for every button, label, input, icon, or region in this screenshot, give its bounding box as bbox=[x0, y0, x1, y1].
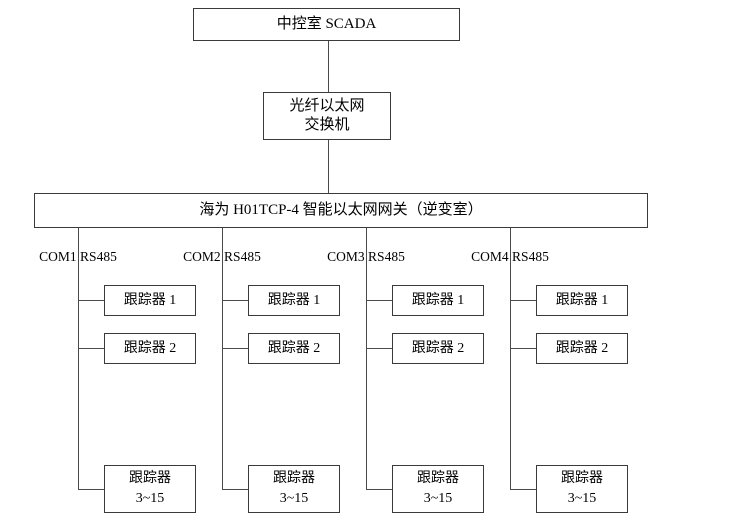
stub-com4-tracker-1 bbox=[510, 300, 537, 301]
node-tracker-com2-2: 跟踪器 2 bbox=[248, 333, 340, 364]
node-tracker-com2-2-label: 跟踪器 2 bbox=[267, 340, 321, 356]
stub-com1-tracker-1 bbox=[78, 300, 105, 301]
node-tracker-com1-range: 跟踪器 3~15 bbox=[104, 465, 196, 513]
stub-com4-tracker-2 bbox=[510, 348, 537, 349]
node-fiber-switch-line2: 交换机 bbox=[304, 117, 350, 133]
node-tracker-com2-range-line1: 跟踪器 bbox=[273, 470, 315, 486]
node-tracker-com2-range: 跟踪器 3~15 bbox=[248, 465, 340, 513]
node-tracker-com3-2-label: 跟踪器 2 bbox=[411, 340, 465, 356]
connector-switch-to-gateway bbox=[328, 140, 329, 193]
node-tracker-com4-range-line1: 跟踪器 bbox=[561, 470, 603, 486]
node-scada: 中控室 SCADA bbox=[193, 8, 460, 41]
node-tracker-com4-1-label: 跟踪器 1 bbox=[555, 292, 609, 308]
node-fiber-switch-line1: 光纤以太网 bbox=[289, 98, 365, 115]
port-label-com4: COM4 RS485 bbox=[471, 249, 549, 264]
node-tracker-com3-2: 跟踪器 2 bbox=[392, 333, 484, 364]
stub-com2-tracker-1 bbox=[222, 300, 249, 301]
node-tracker-com2-1-label: 跟踪器 1 bbox=[267, 292, 321, 308]
port-label-com2: COM2 RS485 bbox=[183, 249, 261, 264]
node-scada-label: 中控室 SCADA bbox=[276, 16, 377, 33]
bus-com1 bbox=[78, 228, 79, 489]
port-label-com3: COM3 RS485 bbox=[327, 249, 405, 264]
node-tracker-com3-range: 跟踪器 3~15 bbox=[392, 465, 484, 513]
node-tracker-com3-range-line2: 3~15 bbox=[423, 491, 453, 506]
node-fiber-switch: 光纤以太网 交换机 bbox=[263, 92, 391, 140]
node-tracker-com4-2-label: 跟踪器 2 bbox=[555, 340, 609, 356]
node-tracker-com1-2: 跟踪器 2 bbox=[104, 333, 196, 364]
stub-com3-tracker-range bbox=[366, 489, 393, 490]
node-tracker-com1-range-line1: 跟踪器 bbox=[129, 470, 171, 486]
node-tracker-com4-range: 跟踪器 3~15 bbox=[536, 465, 628, 513]
stub-com1-tracker-range bbox=[78, 489, 105, 490]
node-tracker-com2-1: 跟踪器 1 bbox=[248, 285, 340, 316]
stub-com4-tracker-range bbox=[510, 489, 537, 490]
node-tracker-com4-range-line2: 3~15 bbox=[567, 491, 597, 506]
port-label-com1: COM1 RS485 bbox=[39, 249, 117, 264]
node-tracker-com4-1: 跟踪器 1 bbox=[536, 285, 628, 316]
connector-scada-to-switch bbox=[328, 41, 329, 92]
node-tracker-com1-1: 跟踪器 1 bbox=[104, 285, 196, 316]
stub-com2-tracker-2 bbox=[222, 348, 249, 349]
node-tracker-com3-1: 跟踪器 1 bbox=[392, 285, 484, 316]
bus-com2 bbox=[222, 228, 223, 489]
stub-com2-tracker-range bbox=[222, 489, 249, 490]
node-gateway-label: 海为 H01TCP-4 智能以太网网关（逆变室） bbox=[199, 202, 483, 219]
node-tracker-com4-2: 跟踪器 2 bbox=[536, 333, 628, 364]
stub-com1-tracker-2 bbox=[78, 348, 105, 349]
node-tracker-com3-range-line1: 跟踪器 bbox=[417, 470, 459, 486]
node-tracker-com1-2-label: 跟踪器 2 bbox=[123, 340, 177, 356]
node-tracker-com1-range-line2: 3~15 bbox=[135, 491, 165, 506]
node-tracker-com1-1-label: 跟踪器 1 bbox=[123, 292, 177, 308]
bus-com4 bbox=[510, 228, 511, 489]
node-tracker-com2-range-line2: 3~15 bbox=[279, 491, 309, 506]
bus-com3 bbox=[366, 228, 367, 489]
node-tracker-com3-1-label: 跟踪器 1 bbox=[411, 292, 465, 308]
stub-com3-tracker-2 bbox=[366, 348, 393, 349]
stub-com3-tracker-1 bbox=[366, 300, 393, 301]
node-gateway: 海为 H01TCP-4 智能以太网网关（逆变室） bbox=[34, 193, 648, 228]
